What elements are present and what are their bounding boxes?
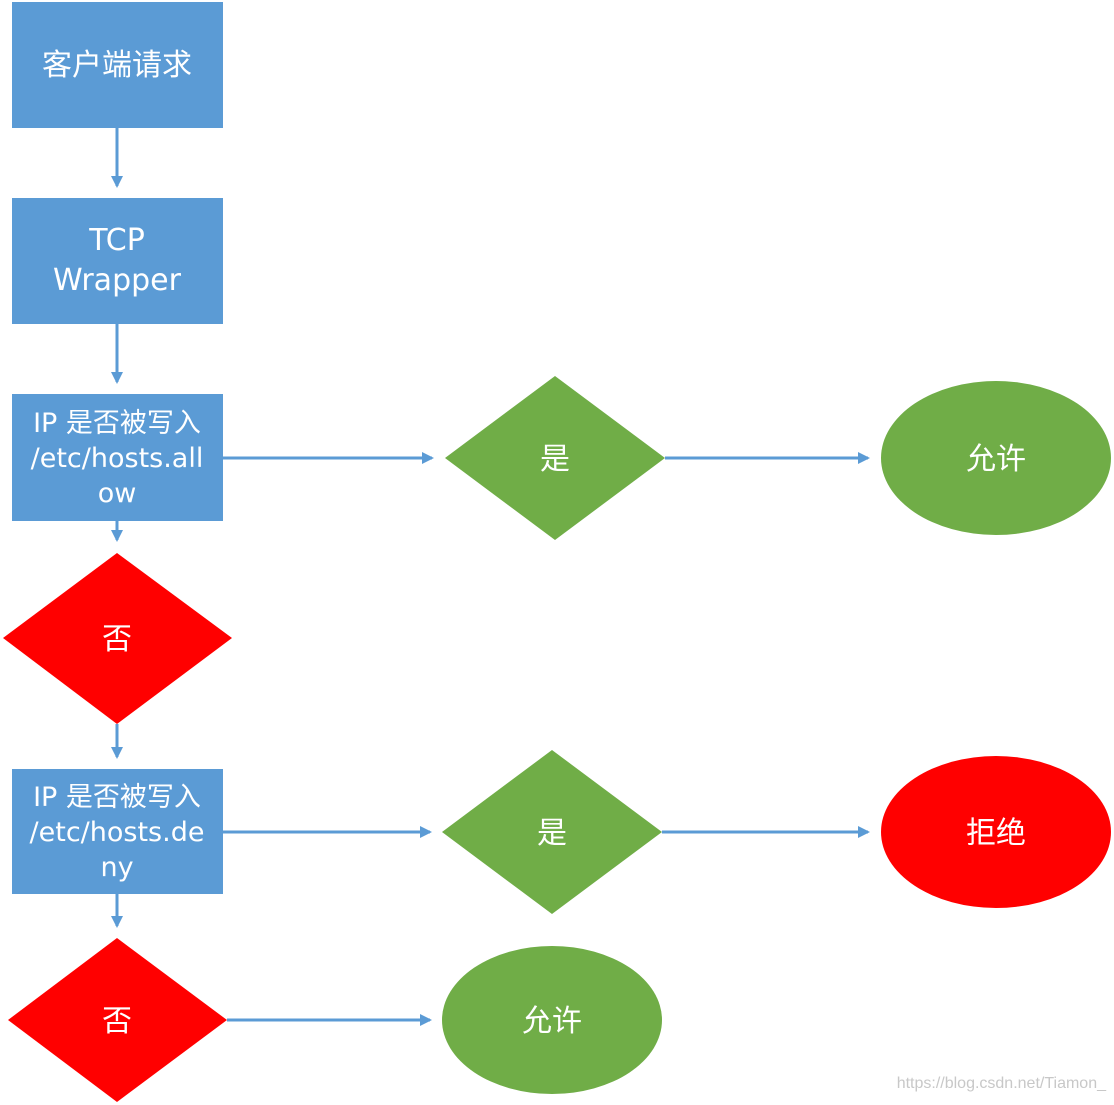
decision-allow-yes-label: 是 [540,442,570,477]
decision-allow-no-label: 否 [102,622,132,657]
tcp-wrapper-label-line2: Wrapper [53,263,182,298]
terminal-allow-result-label: 允许 [966,442,1026,477]
terminal-deny-result-label: 拒绝 [966,816,1026,851]
terminal-final-allow: 允许 [442,946,662,1094]
node-tcp-wrapper: TCP Wrapper [12,198,223,324]
node-check-hosts-allow: IP 是否被写入 /etc/hosts.all ow [12,394,223,521]
decision-deny-no-label: 否 [102,1004,132,1039]
check-allow-label-line1: IP 是否被写入 [33,408,201,439]
terminal-final-allow-label: 允许 [522,1004,582,1039]
decision-deny-no: 否 [8,938,227,1102]
decision-allow-yes: 是 [445,376,665,540]
client-request-label: 客户端请求 [42,48,192,83]
check-deny-label-line2: /etc/hosts.de [30,817,205,848]
check-allow-label-line2: /etc/hosts.all [31,443,204,474]
watermark-text: https://blog.csdn.net/Tiamon_ [896,1075,1106,1092]
check-deny-label-line1: IP 是否被写入 [33,782,201,813]
decision-allow-no: 否 [3,553,232,724]
tcp-wrapper-label-line1: TCP [88,223,145,258]
check-deny-label-line3: ny [100,852,133,883]
check-allow-label-line3: ow [98,478,137,509]
decision-deny-yes: 是 [442,750,662,914]
decision-deny-yes-label: 是 [537,816,567,851]
node-check-hosts-deny: IP 是否被写入 /etc/hosts.de ny [12,769,223,894]
terminal-deny-result: 拒绝 [881,756,1111,908]
node-client-request: 客户端请求 [12,2,223,128]
terminal-allow-result: 允许 [881,381,1111,535]
